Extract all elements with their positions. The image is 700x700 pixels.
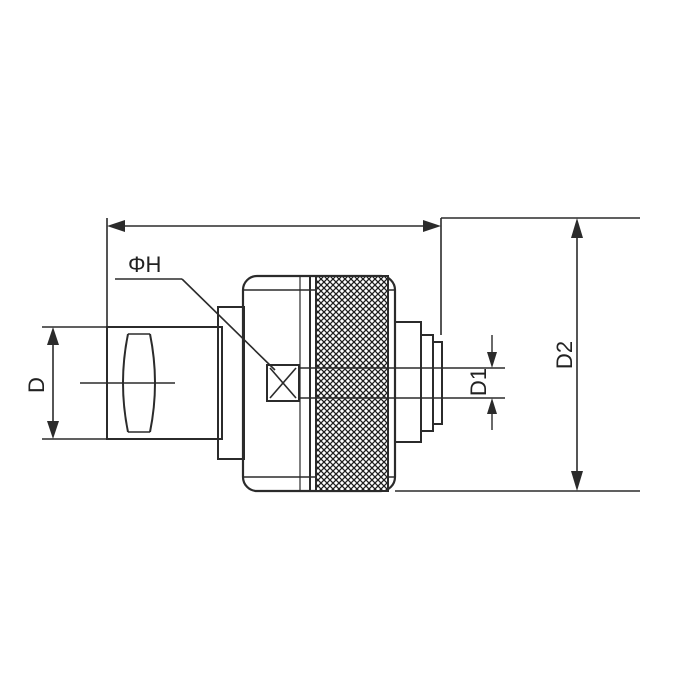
phi-h-callout: ΦH [115, 252, 276, 371]
length-arrow-left [107, 220, 125, 232]
d-label: D [24, 377, 49, 393]
front-nose [394, 321, 443, 443]
d-arrow-bottom [47, 421, 59, 439]
d1-dimension: D1 [380, 335, 505, 430]
d2-label: D2 [552, 341, 577, 369]
square-cross-b [269, 367, 297, 399]
nose-flange [420, 334, 434, 432]
d-arrow-top [47, 327, 59, 345]
d2-arrow-bottom [571, 471, 583, 491]
d2-arrow-top [571, 218, 583, 238]
d2-dimension: D2 [395, 217, 640, 492]
knurled-ring [309, 275, 389, 492]
square-drive [266, 364, 380, 402]
nose-step [394, 321, 422, 443]
knurl-pattern [315, 275, 389, 492]
d-dimension: D [24, 326, 107, 440]
length-arrow-right [423, 220, 441, 232]
phi-h-label: ΦH [128, 252, 161, 277]
nose-face [432, 341, 443, 425]
overall-length-dimension [106, 218, 442, 335]
d1-label: D1 [466, 368, 491, 396]
d1-arrow-bottom [487, 398, 497, 414]
phi-h-leader [181, 278, 276, 371]
d1-arrow-top [487, 352, 497, 368]
